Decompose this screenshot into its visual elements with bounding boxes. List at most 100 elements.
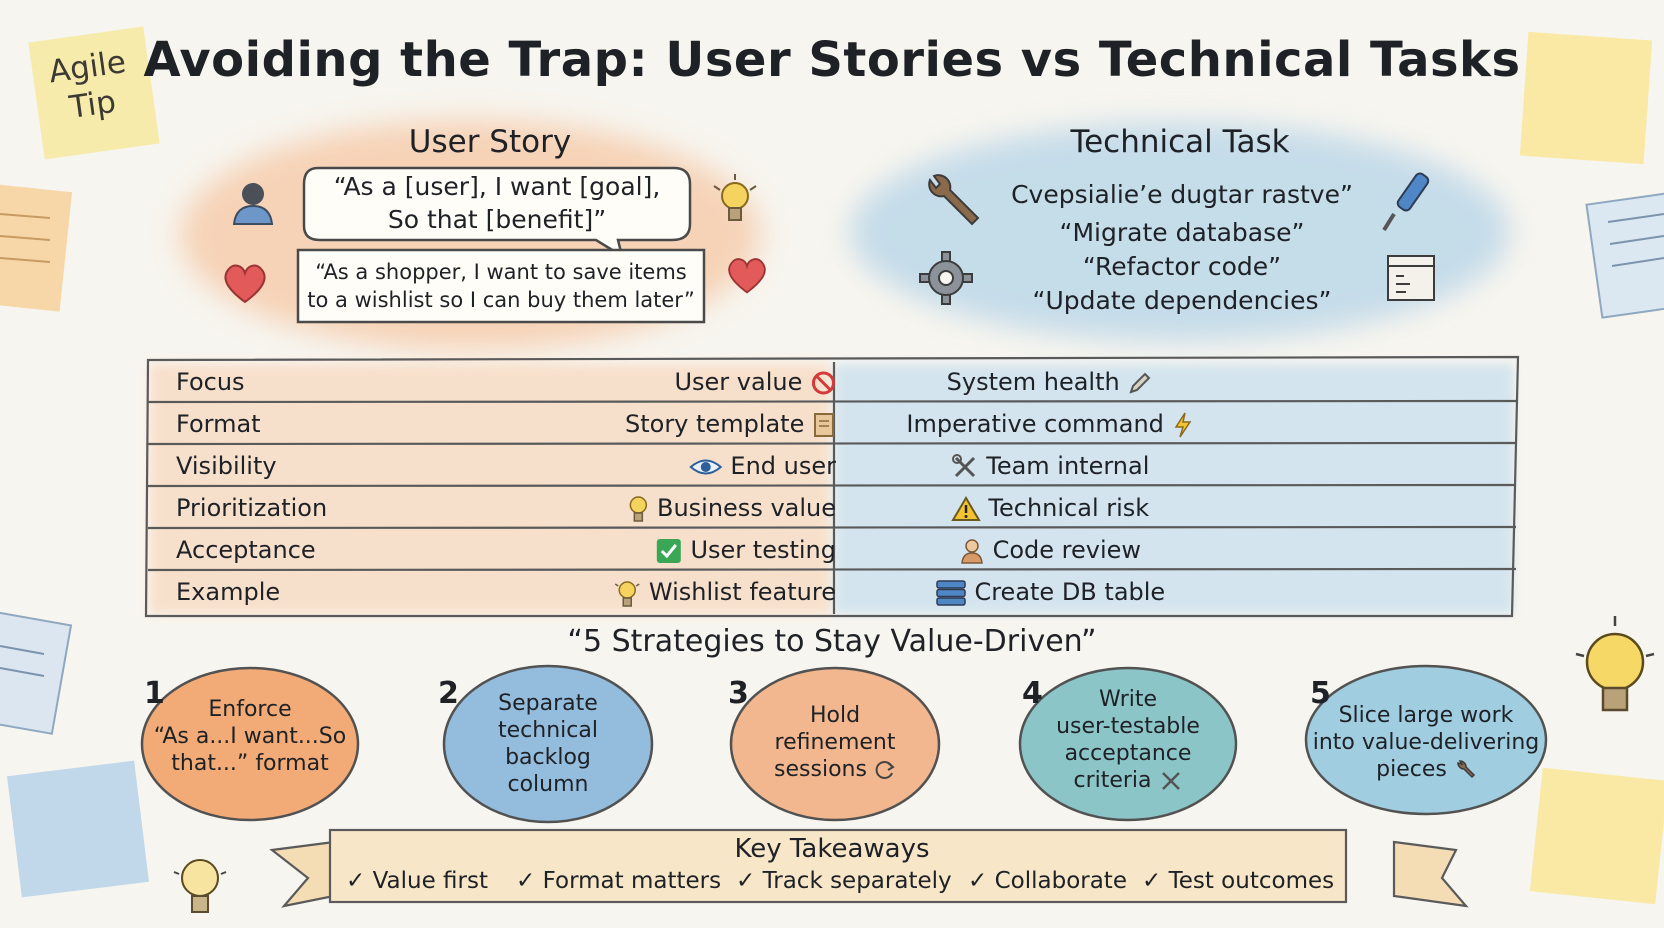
warning-icon [951, 496, 981, 521]
orange-paper-left [0, 184, 73, 312]
row-label: Format [176, 410, 261, 438]
strategy-line: refinement [774, 730, 896, 755]
refresh-icon [875, 761, 895, 779]
key-takeaways-title: Key Takeaways [734, 834, 930, 864]
technical-task-cell: System health [146, 368, 1518, 396]
strategy-cloud-1 [140, 666, 360, 822]
table-row: Example Wishlist feature Create DB table [146, 570, 1518, 612]
yellow-sticky-top-right [1519, 31, 1653, 165]
strategy-number: 4 [1022, 676, 1043, 711]
heart-icon [728, 258, 766, 294]
strategy-line: backlog [505, 745, 591, 770]
lightbulb-icon [629, 496, 648, 522]
strategy-line: acceptance [1064, 741, 1192, 766]
strategy-text: Write user-testable acceptance criteria [1028, 686, 1228, 794]
user-icon [232, 183, 274, 225]
tools-icon [951, 454, 975, 478]
strategy-number: 1 [144, 676, 165, 711]
user-story-heading: User Story [408, 124, 572, 160]
lightbulb-icon [173, 859, 227, 913]
technical-task-wash [850, 122, 1510, 342]
blue-sticky-bottom-left [7, 760, 149, 898]
strategy-line: Separate [498, 691, 598, 716]
user-story-example-line-1: “As a shopper, I want to save items [315, 260, 687, 284]
takeaway-item: ✓ Test outcomes [1142, 868, 1335, 894]
user-story-cell: End user [689, 452, 836, 480]
tools-icon [1161, 772, 1180, 790]
takeaway-item: ✓ Collaborate [968, 868, 1127, 894]
table-row: Acceptance User testing Code review [146, 528, 1518, 570]
lightbulb-icon [614, 581, 640, 607]
user-story-cell: Wishlist feature [613, 578, 836, 608]
agile-tip-sticky-note [28, 26, 160, 160]
yellow-sticky-bottom-right [1529, 767, 1664, 905]
lightbulb-icon [713, 174, 757, 221]
table-row: Focus User value System health [146, 360, 1518, 402]
key-takeaways-banner [269, 828, 1469, 908]
page-title: Avoiding the Trap: User Stories vs Techn… [143, 32, 1521, 88]
pencil-icon [1129, 372, 1151, 394]
heart-icon [224, 264, 266, 304]
technical-task-cell: Code review [146, 536, 1518, 565]
strategy-line: criteria [1028, 767, 1228, 794]
eye-icon [689, 459, 723, 475]
lightbulb-icon [1575, 616, 1655, 712]
table-row: Prioritization Business value Technical … [146, 486, 1518, 528]
lightning-icon [1174, 412, 1191, 438]
person-icon [961, 539, 983, 564]
user-story-cell: Business value [627, 494, 836, 524]
user-story-cell: User value [674, 368, 836, 396]
strategy-number: 2 [438, 676, 459, 711]
comparison-table-frame [144, 355, 1520, 618]
user-story-cell: User testing [655, 536, 836, 565]
strategy-line: technical [498, 718, 598, 743]
blue-paper-left [0, 611, 73, 735]
takeaway-item: ✓ Format matters [516, 868, 722, 894]
blue-paper-right [1585, 191, 1664, 319]
strategy-line: into value-delivering [1312, 730, 1540, 755]
strategy-text: Separate technical backlog column [448, 690, 648, 798]
user-story-example-line-2: to a wishlist so I can buy them later” [307, 288, 695, 312]
strategy-line: pieces [1306, 756, 1546, 783]
strategies-heading: “5 Strategies to Stay Value-Driven” [567, 624, 1097, 659]
row-label: Prioritization [176, 494, 328, 522]
technical-task-cell: Team internal [146, 452, 1518, 481]
example-quote-box [296, 248, 706, 324]
strategy-line: Slice large work [1338, 703, 1514, 728]
technical-task-heading: Technical Task [1070, 124, 1290, 160]
strategy-line: Enforce [208, 697, 292, 722]
strategy-cloud-4 [1018, 666, 1238, 822]
strategy-cloud-3 [729, 666, 941, 822]
user-story-example: “As a shopper, I want to save items to a… [298, 258, 704, 314]
scroll-icon [814, 413, 834, 437]
row-label: Acceptance [176, 536, 316, 564]
strategy-line: Hold [809, 703, 861, 728]
user-story-cell: Story template [625, 410, 836, 439]
strategy-cloud-2 [442, 664, 654, 824]
strategy-number: 5 [1310, 676, 1331, 711]
strategy-line: “As a...I want...So [153, 724, 347, 749]
technical-task-cell: Create DB table [146, 578, 1518, 607]
strategy-text: Hold refinement sessions [735, 702, 935, 783]
strategy-text: Enforce “As a...I want...So that...” for… [142, 696, 358, 777]
technical-task-cell: Technical risk [146, 494, 1518, 522]
screwdriver-icon [1382, 172, 1430, 232]
row-label: Visibility [176, 452, 277, 480]
strategy-line: user-testable [1056, 714, 1200, 739]
technical-task-examples: Cvepsialie’e dugtar rastve” “Migrate dat… [1000, 178, 1364, 318]
table-right-wash [834, 364, 1514, 614]
user-story-template-line-1: “As a [user], I want [goal], [333, 172, 661, 201]
wrench-icon [1457, 760, 1475, 779]
table-row: Visibility End user Team internal [146, 444, 1518, 486]
template-speech-bubble [302, 166, 692, 259]
table-left-wash [150, 364, 830, 614]
row-label: Focus [176, 368, 245, 396]
user-story-template-line-2: So that [benefit]” [387, 205, 607, 234]
technical-task-example: Cvepsialie’e dugtar rastve” [1011, 180, 1353, 209]
comparison-table: Focus User value System health Format St… [146, 360, 1518, 616]
strategy-line: Write [1098, 687, 1158, 712]
user-story-template: “As a [user], I want [goal], So that [be… [304, 170, 690, 236]
wrench-icon [928, 174, 980, 226]
gear-icon [919, 251, 973, 305]
